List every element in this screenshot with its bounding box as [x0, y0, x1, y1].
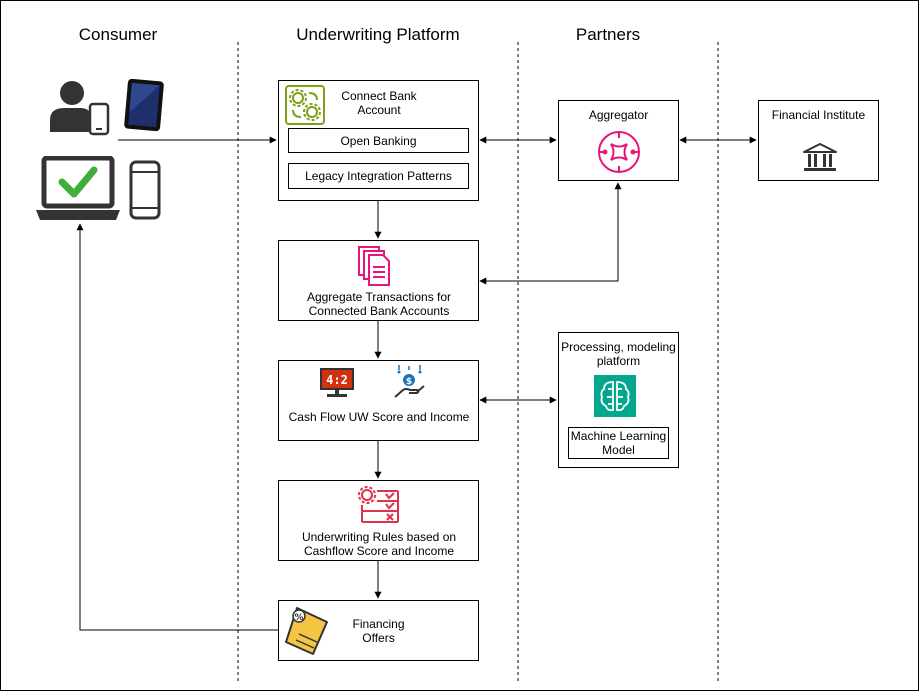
connect-bank-title: Connect Bank Account: [341, 89, 417, 117]
gears-cycle-icon: [285, 85, 325, 125]
lane-heading-platform: Underwriting Platform: [296, 25, 460, 44]
legacy-integration-option: Legacy Integration Patterns: [288, 163, 469, 189]
lane-separators: [237, 42, 719, 681]
cash-hand-icon: $: [394, 365, 425, 398]
rules-checklist-icon: [358, 486, 399, 523]
discount-tag-icon: %: [285, 607, 328, 655]
score-monitor-icon: 4:2: [320, 368, 354, 397]
svg-text:$: $: [406, 377, 412, 387]
documents-icon: [358, 246, 390, 286]
cash-flow-score-box: 4:2 $ Cash Flow UW Score and Income: [278, 360, 479, 441]
user-with-phone-icon: [50, 81, 110, 136]
tag-percent-symbol: %: [294, 613, 303, 623]
aggregator-box: Aggregator: [558, 100, 679, 181]
brain-chip-icon: [594, 375, 636, 417]
lane-heading-consumer: Consumer: [78, 25, 158, 44]
financing-offers-box: % Financing Offers: [278, 600, 479, 661]
laptop-check-icon: [36, 156, 120, 220]
ml-platform-label: Processing, modeling platform: [561, 340, 676, 368]
cash-flow-label: Cash Flow UW Score and Income: [288, 410, 470, 424]
lane-heading-partners: Partners: [575, 25, 641, 44]
institute-label: Financial Institute: [771, 108, 866, 122]
aggregator-label: Aggregator: [588, 108, 649, 122]
aggregator-hub-icon: [598, 131, 640, 173]
smartphone-icon: [129, 160, 161, 220]
financial-institute-box: Financial Institute: [758, 100, 879, 181]
underwriting-rules-box: Underwriting Rules based on Cashflow Sco…: [278, 480, 479, 561]
ml-platform-box: Processing, modeling platform Machine Le…: [558, 332, 679, 468]
arrow-offers-to-consumer: [76, 223, 278, 631]
tablet-icon: [124, 78, 164, 132]
open-banking-option: Open Banking: [288, 128, 469, 153]
bank-building-icon: [803, 143, 837, 171]
connect-bank-account-box: Connect Bank Account Open Banking Legacy…: [278, 80, 479, 201]
ml-model-label: Machine Learning Model: [568, 427, 669, 459]
svg-text:4:2: 4:2: [326, 373, 348, 387]
offers-label: Financing Offers: [352, 617, 405, 645]
aggregate-transactions-box: Aggregate Transactions for Connected Ban…: [278, 240, 479, 321]
aggregate-label: Aggregate Transactions for Connected Ban…: [306, 290, 452, 318]
rules-label: Underwriting Rules based on Cashflow Sco…: [301, 530, 457, 558]
arrow-aggregate-aggregator: [479, 182, 622, 285]
